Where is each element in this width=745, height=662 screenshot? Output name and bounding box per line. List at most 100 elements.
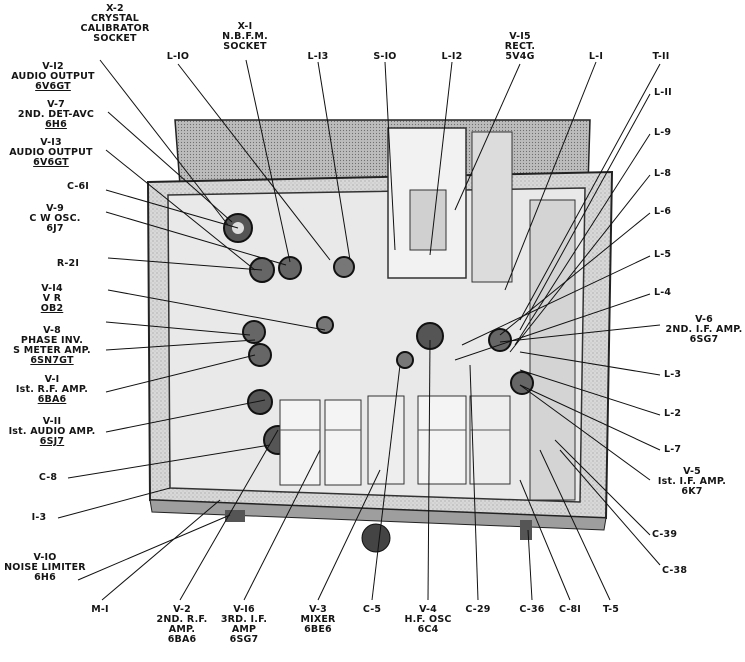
- v7-tube: 6H6: [45, 119, 67, 130]
- v7-desc: 2ND. DET-AVC: [17, 109, 95, 120]
- label-t11: T-II: [652, 51, 670, 62]
- v10-tube: 6H6: [34, 572, 56, 583]
- label-v15: V-I5 RECT. 5V4G: [494, 32, 546, 62]
- filter-cap: [471, 131, 513, 283]
- label-l10: L-IO: [166, 51, 190, 62]
- v12-tube: 6V6GT: [35, 81, 71, 92]
- v1-desc: Ist. R.F. AMP.: [15, 384, 89, 395]
- coil-block: [324, 399, 362, 486]
- v6-ref: V-6: [695, 314, 713, 325]
- label-v4: V-4 H.F. OSC 6C4: [402, 605, 454, 635]
- label-v9: V-9 C W OSC. 6J7: [20, 204, 90, 234]
- x1-ref: X-I: [237, 21, 253, 32]
- v16-tube: 6SG7: [229, 634, 259, 645]
- v4-tube: 6C4: [417, 624, 439, 635]
- v16-desc2: AMP: [231, 624, 257, 635]
- label-x1: X-I N.B.F.M. SOCKET: [210, 22, 280, 52]
- v15-ref: V-I5: [509, 31, 531, 42]
- v1-tube: 6BA6: [37, 394, 67, 405]
- label-l13: L-I3: [307, 51, 329, 62]
- label-c38: C-38: [662, 565, 688, 576]
- label-v7: V-7 2ND. DET-AVC 6H6: [8, 100, 104, 130]
- v15-desc: RECT.: [504, 41, 536, 52]
- tube-socket: [316, 316, 334, 334]
- side-shield: [529, 199, 576, 501]
- tube-socket: [396, 351, 414, 369]
- v8-ref: V-8: [43, 325, 61, 336]
- label-t5: T-5: [602, 604, 620, 615]
- v3-tube: 6BE6: [304, 624, 332, 635]
- coil-block: [367, 395, 405, 485]
- label-l5: L-5: [654, 249, 672, 260]
- label-v3: V-3 MIXER 6BE6: [294, 605, 342, 635]
- label-v5: V-5 Ist. I.F. AMP. 6K7: [652, 467, 732, 497]
- label-l12: L-I2: [441, 51, 463, 62]
- v2-ref: V-2: [173, 604, 191, 615]
- leader-lines: [57, 59, 661, 601]
- v3-desc: MIXER: [300, 614, 336, 625]
- label-v1: V-I Ist. R.F. AMP. 6BA6: [2, 375, 102, 405]
- label-l11: L-II: [654, 87, 672, 98]
- label-v11: V-II Ist. AUDIO AMP. 6SJ7: [2, 417, 102, 447]
- label-c39: C-39: [652, 529, 678, 540]
- x2-desc2: CALIBRATOR: [80, 23, 150, 34]
- v2-desc1: 2ND. R.F.: [156, 614, 208, 625]
- label-l9: L-9: [654, 127, 672, 138]
- v4-desc: H.F. OSC: [404, 614, 452, 625]
- label-m1: M-I: [91, 604, 109, 615]
- v8-tube: 6SN7GT: [30, 355, 74, 366]
- v3-ref: V-3: [309, 604, 327, 615]
- label-l7: L-7: [664, 444, 682, 455]
- v13-desc: AUDIO OUTPUT: [9, 147, 93, 158]
- v14-tube: OB2: [40, 303, 64, 314]
- v5-ref: V-5: [683, 466, 701, 477]
- v9-desc: C W OSC.: [29, 213, 81, 224]
- tube-socket: [247, 389, 273, 415]
- label-l1: L-I: [588, 51, 604, 62]
- x2-ref: X-2: [106, 3, 124, 14]
- tube-socket: [333, 256, 355, 278]
- label-c5: C-5: [362, 604, 382, 615]
- coil-block: [469, 395, 511, 485]
- v11-ref: V-II: [42, 416, 62, 427]
- tuning-knob: [361, 523, 391, 553]
- v15-tube: 5V4G: [505, 51, 535, 62]
- label-l4: L-4: [654, 287, 672, 298]
- v10-ref: V-IO: [33, 552, 57, 563]
- v4-ref: V-4: [419, 604, 437, 615]
- v5-tube: 6K7: [681, 486, 703, 497]
- v16-desc1: 3RD. I.F.: [220, 614, 268, 625]
- x1-desc1: N.B.F.M.: [222, 31, 268, 42]
- label-v16: V-I6 3RD. I.F. AMP 6SG7: [212, 605, 276, 645]
- v2-tube: 6BA6: [167, 634, 197, 645]
- label-c8: C-8: [38, 472, 58, 483]
- tube-socket: [242, 320, 266, 344]
- v1-ref: V-I: [44, 374, 60, 385]
- v12-ref: V-I2: [42, 61, 64, 72]
- label-v14: V-I4 V R OB2: [22, 284, 82, 314]
- v7-ref: V-7: [47, 99, 65, 110]
- v16-ref: V-I6: [233, 604, 255, 615]
- tube-socket: [488, 328, 512, 352]
- label-l8: L-8: [654, 168, 672, 179]
- v5-desc: Ist. I.F. AMP.: [657, 476, 727, 487]
- x2-desc1: CRYSTAL: [90, 13, 140, 24]
- tube-socket: [278, 256, 302, 280]
- v2-desc2: AMP.: [168, 624, 196, 635]
- rectifier-tube: [409, 189, 447, 251]
- label-v13: V-I3 AUDIO OUTPUT 6V6GT: [4, 138, 98, 168]
- label-l6: L-6: [654, 206, 672, 217]
- v6-desc: 2ND. I.F. AMP.: [665, 324, 743, 335]
- label-r21: R-2I: [56, 258, 80, 269]
- label-v8: V-8 PHASE INV. S METER AMP. 6SN7GT: [2, 326, 102, 366]
- tube-socket: [510, 371, 534, 395]
- label-x2: X-2 CRYSTAL CALIBRATOR SOCKET: [70, 4, 160, 44]
- front-panel-lip: [149, 499, 607, 531]
- v13-ref: V-I3: [40, 137, 62, 148]
- v11-tube: 6SJ7: [39, 436, 65, 447]
- v6-tube: 6SG7: [689, 334, 719, 345]
- v9-tube: 6J7: [46, 223, 64, 234]
- v11-desc: Ist. AUDIO AMP.: [8, 426, 96, 437]
- tube-socket: [248, 343, 272, 367]
